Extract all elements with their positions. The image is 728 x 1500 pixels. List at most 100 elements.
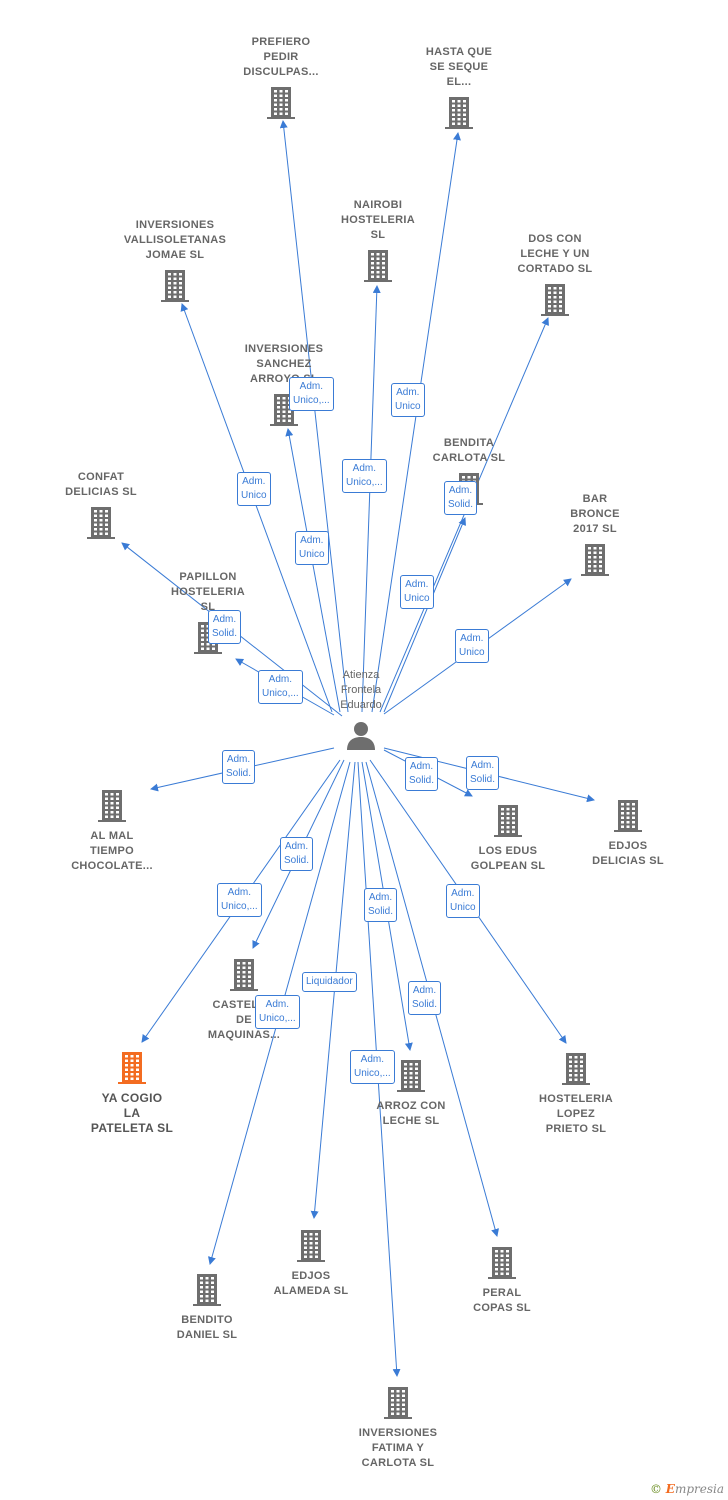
company-label-line: VALLISOLETANAS (123, 234, 227, 246)
company-label-line: LECHE Y UN (520, 248, 590, 260)
company-label-line: BRONCE (570, 508, 620, 520)
building-icon (494, 805, 522, 837)
role-label-papillon[interactable]: Adm.Unico,... (258, 670, 303, 704)
role-label-line: Adm. (451, 888, 475, 899)
role-label-bendita[interactable]: Adm.Solid. (444, 481, 478, 515)
building-icon (364, 250, 392, 282)
role-label-line: Solid. (470, 774, 496, 785)
person-name-line: Eduardo (340, 699, 382, 711)
role-label-edjos-alam[interactable]: Liquidador (302, 972, 357, 992)
empresia-logo[interactable]: © Empresia (650, 1482, 724, 1496)
role-label-line: Unico,... (221, 901, 258, 912)
role-label-inv-fatima[interactable]: Adm.Unico,... (350, 1050, 395, 1084)
role-label-confat[interactable]: Adm.Solid. (208, 610, 242, 644)
role-label-line: Adm. (368, 892, 393, 903)
company-label-line: CHOCOLATE... (71, 860, 153, 872)
role-label-nairobi[interactable]: Adm.Unico,... (342, 459, 387, 493)
company-label-line: PAPILLON (179, 571, 237, 583)
role-label-peral[interactable]: Adm.Solid. (408, 981, 442, 1015)
company-label-line: NAIROBI (353, 199, 403, 211)
role-label-line: Adm. (352, 463, 377, 474)
company-label-line: CARLOTA SL (361, 1457, 435, 1469)
role-label-line: Adm. (412, 985, 437, 996)
role-label-los-edus[interactable]: Adm.Solid. (405, 757, 439, 791)
building-icon (98, 790, 126, 822)
brand-name: mpresia (674, 1482, 724, 1496)
role-label-ya-cogio[interactable]: Adm. Unico,... (217, 883, 262, 917)
company-label-line: CARLOTA SL (432, 452, 506, 464)
person-icon (347, 722, 375, 750)
person-name: Atienza Frontela Eduardo (322, 668, 400, 713)
edge-bendita (383, 517, 466, 713)
company-label-line: DELICIAS SL (592, 855, 664, 867)
role-label-castell[interactable]: Adm.Solid. (280, 837, 314, 871)
role-label-inv-sanchez[interactable]: Adm.Unico (295, 531, 329, 565)
role-label-arroz[interactable]: Adm.Solid. (364, 888, 398, 922)
company-label-line: FATIMA Y (371, 1442, 425, 1454)
role-label-dos-con[interactable]: Adm.Unico (400, 575, 434, 609)
company-label-line: TIEMPO (90, 845, 134, 857)
edge-dos_con (379, 317, 549, 713)
company-label-line: DELICIAS SL (65, 486, 137, 498)
role-label-line: Adm. (405, 579, 429, 590)
brand-initial: E (665, 1482, 675, 1496)
role-label-line: Solid. (448, 499, 474, 510)
role-label-line: Unico,... (259, 1013, 296, 1024)
building-icon (397, 1060, 425, 1092)
building-icon (541, 284, 569, 316)
company-label-line: HOSTELERIA (171, 586, 245, 598)
company-label-line: INVERSIONES (244, 343, 324, 355)
role-label-edjos-del[interactable]: Adm.Solid. (466, 756, 500, 790)
role-label-inv-vall[interactable]: Adm.Unico (237, 472, 271, 506)
role-label-hasta[interactable]: Adm.Unico (391, 383, 425, 417)
role-label-bendito[interactable]: Adm.Unico,... (255, 995, 300, 1029)
role-label-line: Adm. (268, 674, 293, 685)
company-label-line: CORTADO SL (517, 263, 593, 275)
company-label-line: DE (236, 1014, 252, 1026)
role-label-prefiero[interactable]: Adm.Unico,... (289, 377, 334, 411)
company-label-line: LOPEZ (556, 1108, 596, 1120)
role-label-line: Adm. (227, 887, 252, 898)
role-label-bar-bronce[interactable]: Adm.Unico (455, 629, 489, 663)
company-label-line: MAQUINAS... (207, 1029, 281, 1041)
role-label-al-mal[interactable]: Adm.Solid. (222, 750, 256, 784)
company-label-line: INVERSIONES (135, 219, 215, 231)
role-label-hosteleria-lp[interactable]: Adm.Unico (446, 884, 480, 918)
company-label-line: EL... (446, 76, 472, 88)
edge-prefiero (279, 120, 349, 713)
company-label-line: ALAMEDA SL (273, 1285, 349, 1297)
person-name-line: Atienza (342, 669, 380, 681)
role-label-line: Unico,... (354, 1068, 391, 1079)
role-label-line: Unico (395, 401, 421, 412)
building-icon (297, 1230, 325, 1262)
role-label-line: Unico,... (293, 395, 330, 406)
center-person[interactable]: Atienza Frontela Eduardo (322, 668, 400, 751)
role-label-line: Solid. (212, 628, 238, 639)
